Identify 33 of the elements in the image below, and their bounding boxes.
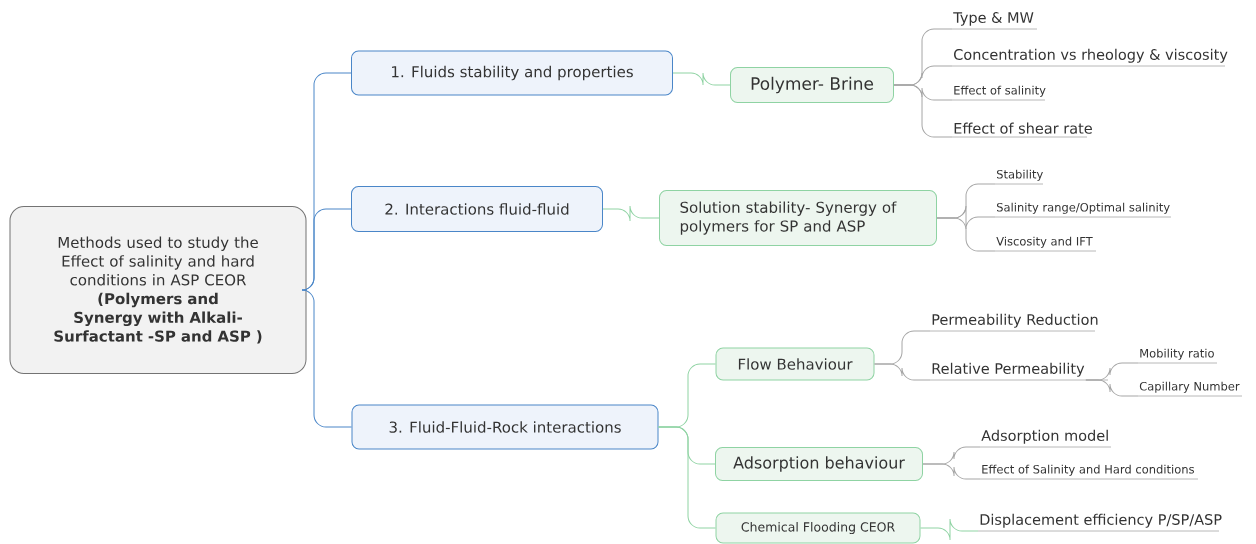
- topic-text: Relative Permeability: [929, 362, 1109, 381]
- connector-line: [672, 72, 731, 86]
- topic-text: Concentration vs rheology & viscosity: [951, 48, 1228, 67]
- connector-line: [874, 363, 931, 381]
- topic-text: Viscosity and IFT: [994, 236, 1097, 252]
- central-topic-box: Methods used to study the Effect of salinity and hard conditions in ASP CEOR (Polymers and Synergy with Alkali-Surfactant -SP and ASP ): [9, 206, 307, 374]
- topic-text: Capillary Number: [1137, 381, 1243, 397]
- subtopic-box: Chemical Flooding CEOR: [715, 512, 921, 544]
- connector-line: [936, 217, 996, 252]
- topic-text: Displacement efficiency P/SP/ASP: [977, 513, 1222, 532]
- topic-text: Adsorption model: [979, 429, 1112, 448]
- topic-text: Salinity range/Optimal salinity: [994, 202, 1172, 218]
- topic-text: Mobility ratio: [1137, 348, 1218, 364]
- topic-text: Stability: [994, 169, 1044, 185]
- connector-line: [922, 463, 981, 480]
- topic-text: Effect of Salinity and Hard conditions: [979, 464, 1199, 480]
- connector-line: [1085, 379, 1139, 397]
- subtopic-box: Adsorption behaviour: [715, 447, 923, 481]
- subtopic-box: Flow Behaviour: [715, 347, 875, 381]
- topic-text: Effect of salinity: [951, 85, 1046, 101]
- topic-text: Permeability Reduction: [929, 313, 1098, 332]
- topic-box: 1. Fluids stability and properties: [351, 50, 673, 96]
- connector-line: [658, 426, 716, 529]
- topic-text: Type & MW: [951, 12, 1038, 30]
- connector-line: [920, 518, 979, 541]
- connector-line: [301, 289, 352, 428]
- connector-line: [602, 205, 660, 222]
- subtopic-box: Solution stability- Synergy of polymers for SP and ASP: [659, 190, 937, 246]
- connector-line: [893, 84, 953, 138]
- topic-box: 2. Interactions fluid-fluid: [351, 186, 603, 232]
- subtopic-box: Polymer- Brine: [730, 67, 894, 103]
- topic-box: 3. Fluid-Fluid-Rock interactions: [351, 404, 659, 450]
- topic-text: Effect of shear rate: [951, 122, 1092, 138]
